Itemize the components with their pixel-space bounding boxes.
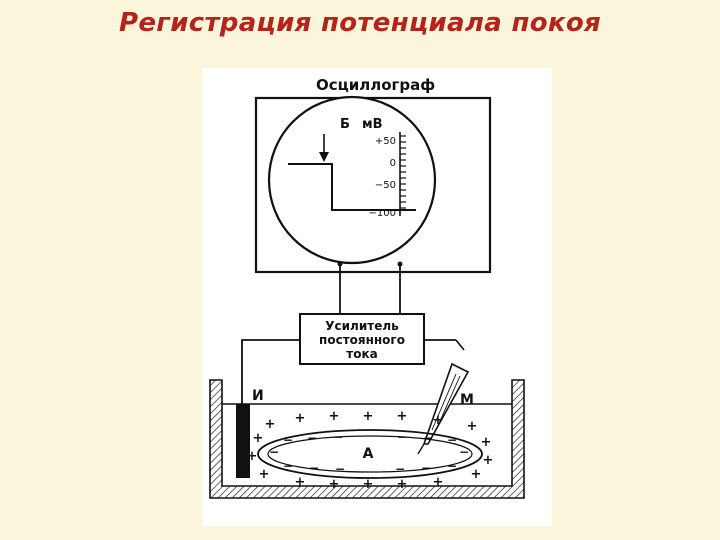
- unit-label: мВ: [362, 117, 383, 132]
- amplifier-label-line2: постоянного: [319, 333, 405, 347]
- wire-amp-indifferent: [241, 339, 300, 404]
- svg-text:+: +: [295, 475, 306, 490]
- svg-text:+: +: [265, 417, 276, 432]
- scale-minor-ticks: [400, 135, 406, 209]
- svg-text:−: −: [335, 462, 345, 476]
- svg-text:−: −: [307, 431, 317, 445]
- amplifier-label-line1: Усилитель: [325, 319, 399, 333]
- scale-tick-minus100: −100: [369, 208, 396, 219]
- svg-text:−: −: [309, 461, 319, 475]
- svg-text:+: +: [433, 475, 444, 490]
- slide-title: Регистрация потенциала покоя: [119, 8, 601, 38]
- svg-text:+: +: [397, 409, 408, 424]
- svg-text:+: +: [363, 409, 374, 424]
- cell-membrane-outer: [257, 429, 483, 479]
- svg-text:+: +: [483, 453, 494, 468]
- svg-text:+: +: [471, 467, 482, 482]
- svg-text:−: −: [395, 462, 405, 476]
- svg-text:+: +: [363, 477, 374, 492]
- bath-vessel: [209, 379, 525, 499]
- svg-text:−: −: [283, 433, 293, 447]
- cell-label: А: [363, 446, 374, 462]
- svg-text:+: +: [467, 419, 478, 434]
- svg-text:−: −: [447, 459, 457, 473]
- oscilloscope-screen: [267, 95, 437, 265]
- oscilloscope-label: Осциллограф: [316, 76, 435, 94]
- potential-trace: [288, 163, 416, 211]
- svg-text:−: −: [333, 430, 343, 444]
- cell-membrane-inner: [267, 435, 473, 473]
- microelectrode-label: М: [460, 392, 474, 408]
- screen-point-label: Б: [340, 117, 350, 132]
- svg-text:−: −: [421, 461, 431, 475]
- indifferent-electrode-label: И: [252, 388, 264, 404]
- svg-text:−: −: [423, 431, 433, 445]
- svg-text:−: −: [447, 433, 457, 447]
- svg-text:+: +: [247, 449, 258, 464]
- scale-tick-minus50: −50: [375, 180, 396, 191]
- wire-micro-tail: [455, 339, 465, 351]
- amplifier-box: [299, 313, 425, 365]
- resting-potential-diagram: Осциллограф Б мВ +50 0 −50 −100: [202, 68, 552, 526]
- scale-tick-plus50: +50: [375, 136, 396, 147]
- outside-positive-charges: + + + + + + + + + + + + + + + + + +: [247, 409, 494, 492]
- svg-text:+: +: [481, 435, 492, 450]
- svg-text:+: +: [295, 411, 306, 426]
- svg-text:−: −: [283, 459, 293, 473]
- svg-text:+: +: [259, 467, 270, 482]
- svg-text:+: +: [397, 477, 408, 492]
- svg-text:−: −: [397, 430, 407, 444]
- indifferent-electrode: [236, 404, 250, 478]
- microelectrode: [417, 362, 470, 455]
- svg-text:−: −: [269, 445, 279, 459]
- diagram-svg: Осциллограф Б мВ +50 0 −50 −100: [209, 76, 525, 499]
- arrow-head: [319, 152, 329, 162]
- svg-text:+: +: [329, 409, 340, 424]
- inside-negative-charges: − − − − − − − − − − − − − −: [269, 430, 469, 476]
- svg-text:+: +: [433, 413, 444, 428]
- scale-tick-0: 0: [390, 158, 396, 169]
- amplifier-label-line3: тока: [346, 347, 377, 361]
- svg-text:−: −: [459, 445, 469, 459]
- svg-text:+: +: [253, 431, 264, 446]
- svg-text:+: +: [329, 477, 340, 492]
